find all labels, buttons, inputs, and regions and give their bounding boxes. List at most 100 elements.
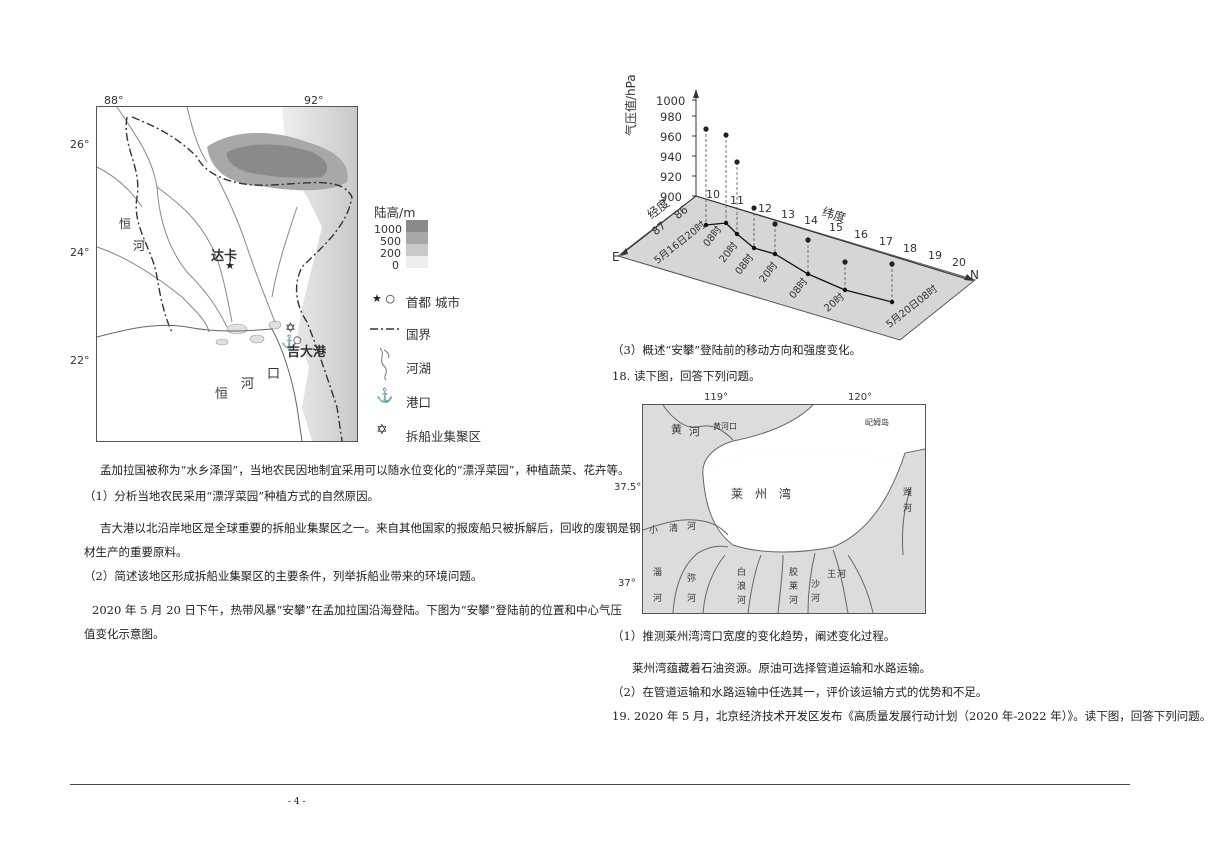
elev-tick-500: 500	[380, 235, 401, 248]
question-18-2: （2）在管道运输和水路运输中任选其一，评价该运输方式的优势和不足。	[612, 685, 988, 699]
island-label: 屺姆岛	[865, 418, 889, 427]
border-legend-icon	[370, 328, 402, 330]
elev-swatch-1000	[406, 220, 428, 232]
question-18-header: 18. 读下图，回答下列问题。	[612, 369, 761, 383]
lat-tick-12: 12	[758, 202, 772, 215]
river-b-char2: 河	[687, 594, 697, 604]
legend-border: 国界	[406, 327, 432, 342]
chittagong-label: 吉大港	[287, 345, 327, 360]
map1-frame: 达卡 ★ ✡ ⚓ ○ 吉大港 恒 河 恒 河 口	[96, 106, 358, 442]
ytick-1000: 1000	[656, 94, 686, 108]
map2-lon-119: 119°	[704, 392, 729, 403]
river-f-char2: 河	[811, 594, 821, 604]
map2-drawing	[642, 404, 926, 614]
legend-capital-city: 首都 城市	[406, 295, 460, 310]
river-d-char2: 莱	[789, 582, 799, 592]
capital-star-icon: ★	[225, 259, 235, 272]
river-d-char1: 胶	[789, 568, 799, 578]
lat-tick-15: 15	[829, 221, 843, 234]
y-axis-arrow-icon	[693, 89, 699, 98]
river-g-char1: 潍	[903, 488, 913, 498]
ytick-960: 960	[660, 130, 682, 144]
n-axis-arrow-icon	[964, 274, 974, 281]
river-c-char2: 浪	[737, 582, 747, 592]
elev-swatch-0	[406, 256, 428, 268]
map2-lon-120: 120°	[848, 392, 873, 403]
storm-track-line	[705, 222, 893, 303]
river-c-char1: 白	[737, 568, 747, 578]
dir-e-label: E	[612, 250, 620, 264]
lat-tick-18: 18	[903, 242, 917, 255]
lat-tick-14: 14	[804, 214, 818, 227]
legend-port: 港口	[406, 395, 432, 410]
left-para-2-cont: 材生产的重要原料。	[84, 545, 188, 559]
elev-tick-1000: 1000	[374, 223, 402, 236]
yellow-river-char1: 黄	[671, 423, 682, 436]
right-question-3: （3）概述“安攀”登陆前的移动方向和强度变化。	[612, 343, 862, 357]
map1-lat-24: 24°	[70, 246, 90, 259]
question-18-intro: 莱州湾蕴藏着石油资源。原油可选择管道运输和水路运输。	[632, 661, 931, 675]
river-a-char1: 淄	[653, 568, 663, 578]
estuary-char3: 口	[267, 367, 281, 382]
river-e-char2: 河	[837, 570, 847, 580]
ytick-900: 900	[660, 190, 682, 204]
elev-swatch-200	[406, 244, 428, 256]
river-ganges-char2: 河	[133, 239, 146, 253]
map1-lat-26: 26°	[70, 138, 90, 151]
map2-frame: 黄 河 黄河口 屺姆岛 莱 州 湾 小 清 河 淄 河 弥 河 白 浪 河 胶 …	[642, 404, 926, 614]
lat-tick-11: 11	[730, 194, 744, 207]
map1-lat-22: 22°	[70, 354, 90, 367]
pressure-chart-svg	[616, 89, 977, 341]
left-para-1: 孟加拉国被称为“水乡泽国”，当地农民因地制宜采用可以随水位变化的“漂浮菜园”，种…	[100, 463, 630, 477]
yellow-river-char2: 河	[689, 425, 700, 438]
port-legend-anchor-icon: ⚓	[376, 388, 394, 404]
page-number: - 4 -	[288, 797, 306, 807]
question-19-header: 19. 2020 年 5 月，北京经济技术开发区发布《高质量发展行动计划（202…	[612, 709, 1211, 723]
xiaoqing-char1: 小	[649, 526, 659, 536]
map1-drawing	[96, 106, 357, 442]
bay-char3: 湾	[779, 487, 792, 501]
map1-lon-88: 88°	[104, 94, 124, 107]
ytick-940: 940	[660, 150, 682, 164]
dhaka-label: 达卡	[211, 249, 238, 264]
elevation-legend-title: 陆高/m	[374, 205, 416, 220]
left-para-3-cont: 值变化示意图。	[84, 627, 165, 641]
left-para-2: 吉大港以北沿岸地区是全球重要的拆船业集聚区之一。来自其他国家的报废船只被拆解后，…	[100, 521, 641, 535]
footer-divider	[70, 784, 1130, 785]
legend-river-lake: 河湖	[406, 361, 432, 376]
lat-tick-17: 17	[879, 235, 893, 248]
elev-tick-0: 0	[392, 259, 399, 272]
dir-n-label: N	[970, 268, 979, 282]
map2-lat-37-5: 37.5°	[614, 482, 642, 493]
yellow-river-mouth: 黄河口	[713, 422, 737, 431]
y-axis-label: 气压值/hPa	[624, 74, 638, 136]
map2-lat-37: 37°	[618, 578, 636, 589]
xiaoqing-char2: 清	[669, 524, 679, 534]
city-circle-icon: ○	[293, 335, 302, 346]
estuary-char1: 恒	[215, 387, 229, 402]
river-ganges-char1: 恒	[119, 217, 132, 231]
xiaoqing-char3: 河	[687, 522, 697, 532]
elev-tick-200: 200	[380, 247, 401, 260]
river-e-char1: 王	[827, 570, 837, 580]
lat-tick-10: 10	[706, 188, 720, 201]
map1-lon-92: 92°	[304, 94, 324, 107]
capital-legend-icon: ★ ○	[372, 292, 395, 305]
estuary-char2: 河	[241, 377, 255, 392]
lat-tick-20: 20	[952, 256, 966, 269]
pressure-track-chart: 900 920 940 960 980 1000 气压值/hPa 经度 86 8…	[600, 74, 1000, 341]
river-lake-legend-icon	[379, 347, 390, 381]
legend-shipbreaking: 拆船业集聚区	[406, 429, 482, 444]
e-axis-arrow-icon	[620, 248, 628, 256]
left-para-3: 2020 年 5 月 20 日下午，热带风暴“安攀”在孟加拉国沿海登陆。下图为“…	[92, 603, 623, 617]
port-anchor-icon: ⚓	[281, 335, 298, 350]
river-d-char3: 河	[789, 596, 799, 606]
bay-char1: 莱	[731, 487, 744, 501]
river-a-char2: 河	[653, 594, 663, 604]
river-c-char3: 河	[737, 596, 747, 606]
river-f-char1: 沙	[811, 580, 821, 590]
left-question-2: （2）简述该地区形成拆船业集聚区的主要条件，列举拆船业带来的环境问题。	[84, 569, 483, 583]
lat-tick-16: 16	[854, 228, 868, 241]
bay-char2: 州	[755, 487, 768, 501]
ytick-920: 920	[660, 170, 682, 184]
